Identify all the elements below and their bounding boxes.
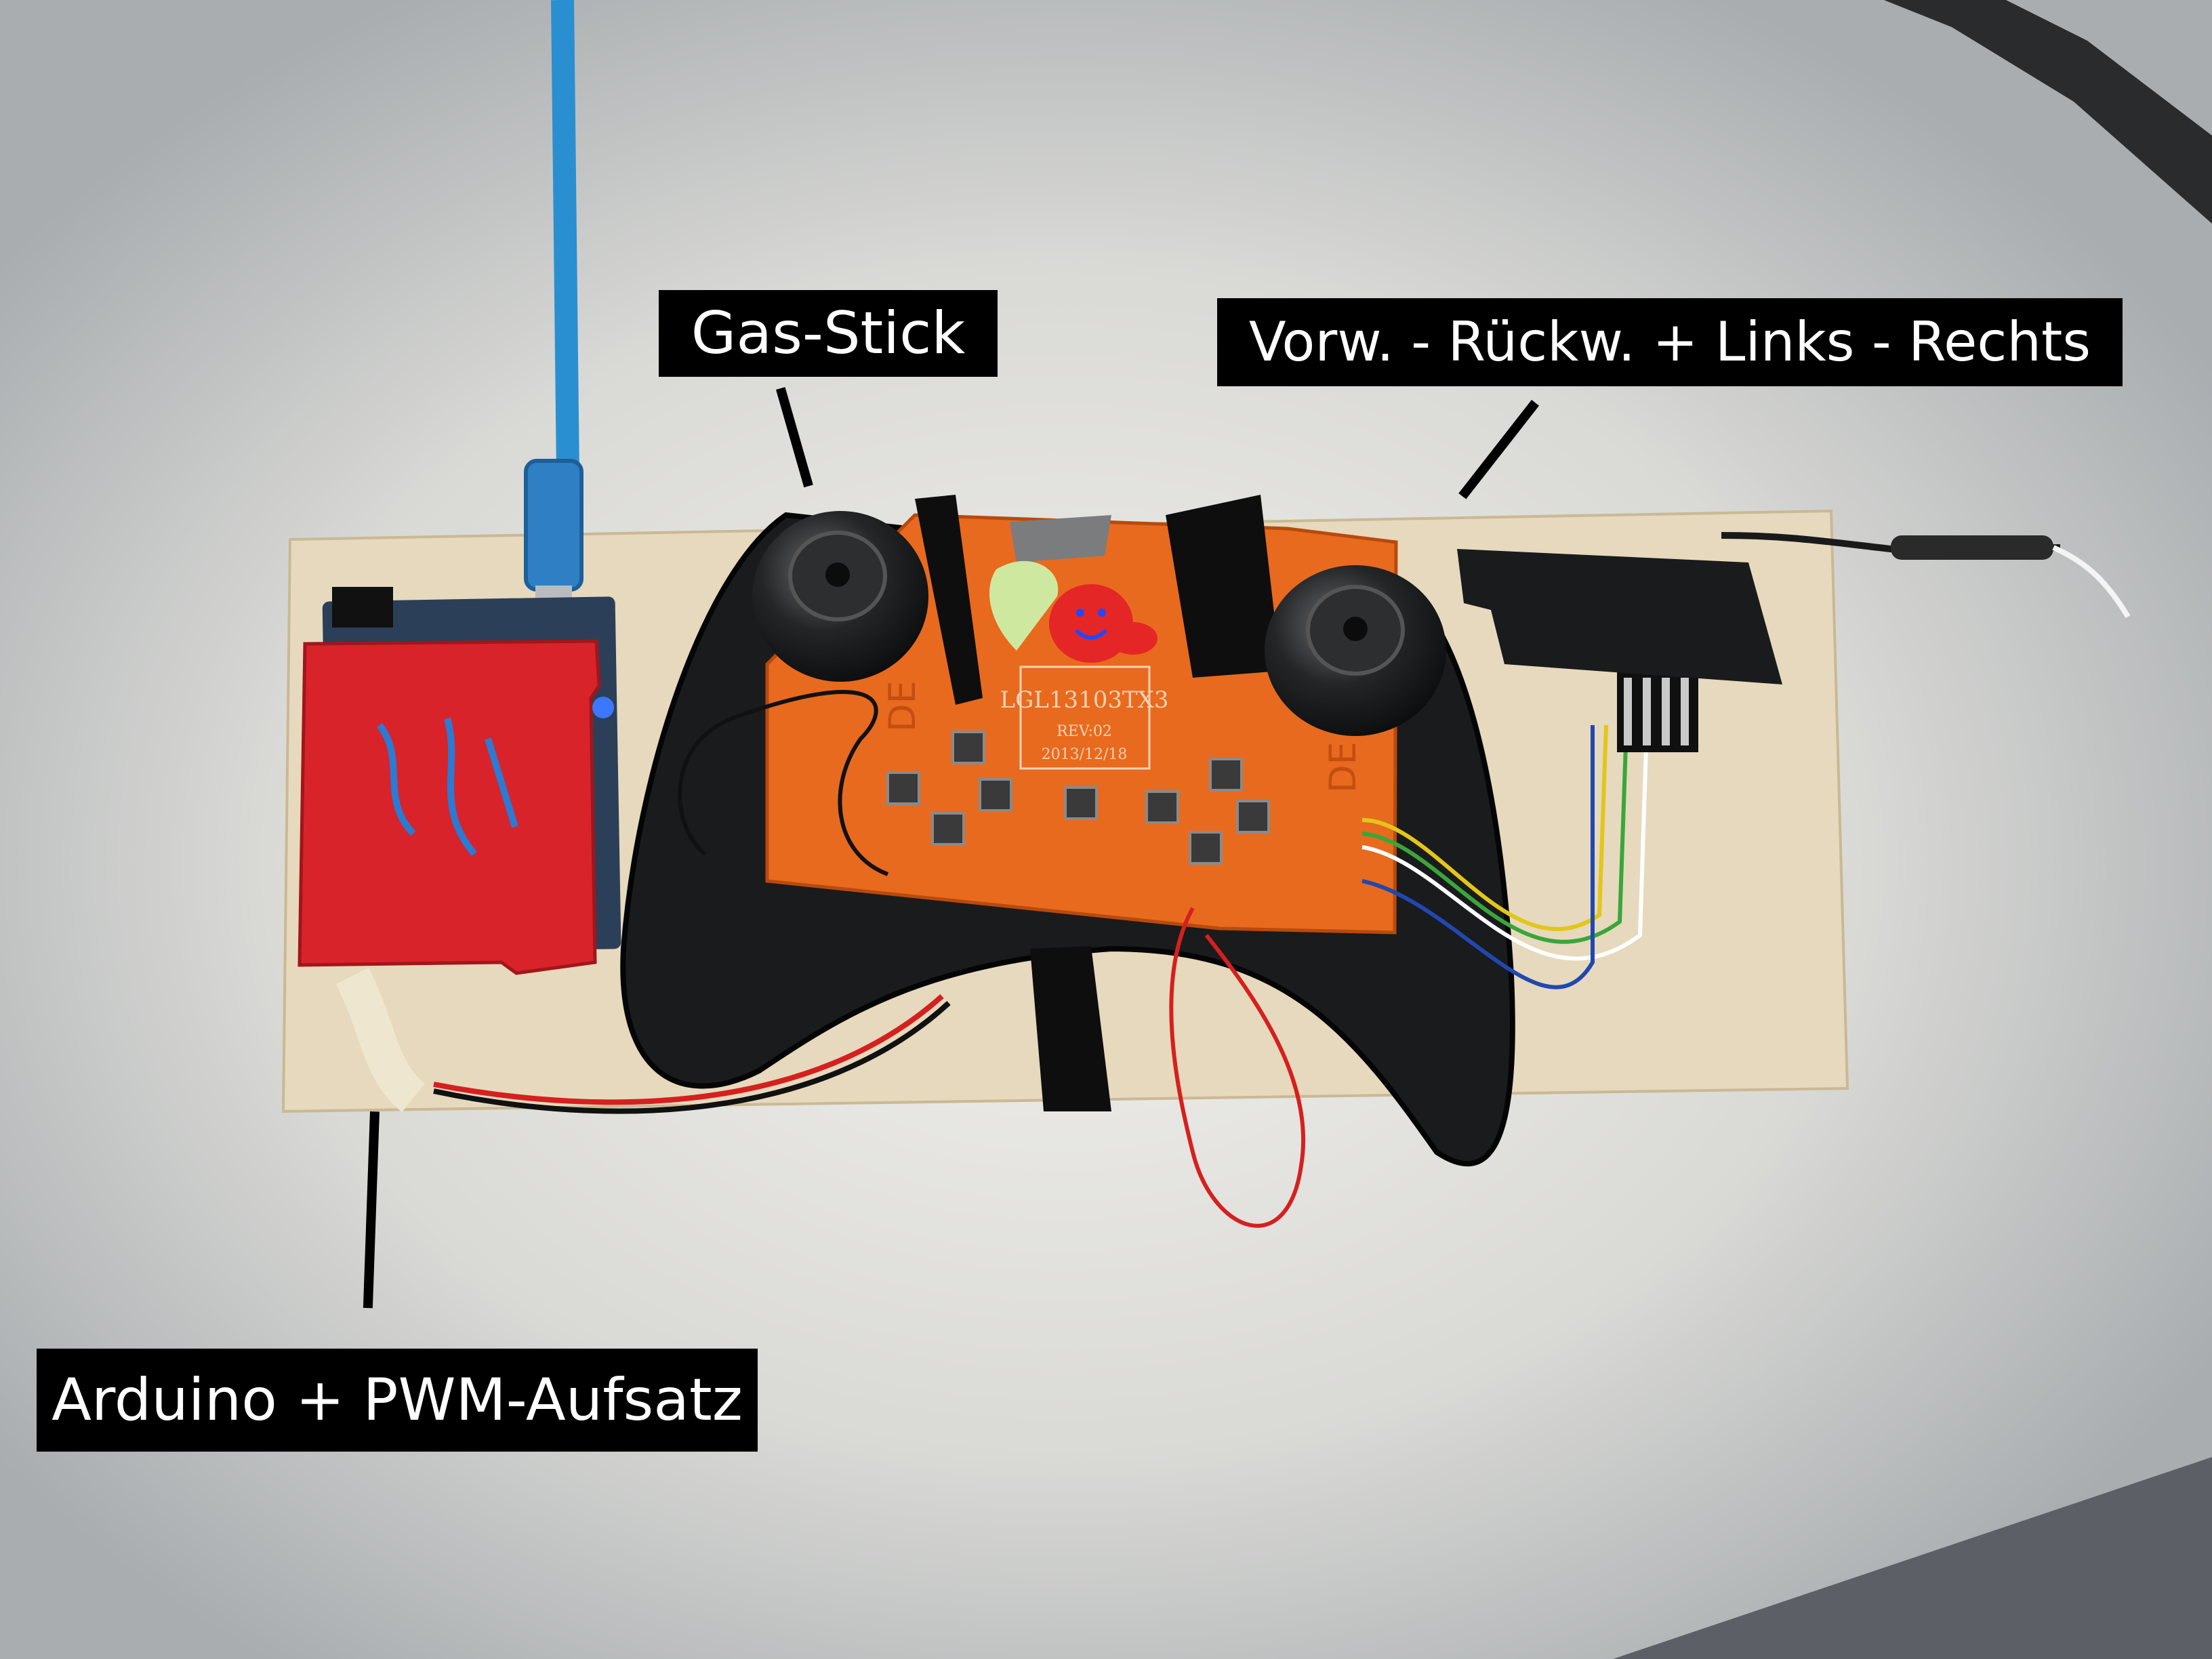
antenna-body xyxy=(1891,535,2053,560)
pcb-date-text: 2013/12/18 xyxy=(1042,746,1128,763)
antenna-tip xyxy=(2052,545,2131,619)
usb-cable xyxy=(551,0,579,475)
pin-header-pins xyxy=(1624,678,1689,745)
pcb-de-right: DE xyxy=(1322,741,1364,793)
red-wire-loop xyxy=(1169,907,1306,1228)
black-tape xyxy=(915,495,1281,1111)
joystick-left xyxy=(752,511,928,682)
shield-components xyxy=(377,717,518,857)
pcb-rev-text: REV:02 xyxy=(1057,723,1112,740)
pcb-de-left: DE xyxy=(881,680,924,732)
gray-tape xyxy=(1010,515,1111,562)
guitar-pick xyxy=(989,560,1059,651)
coiled-wire xyxy=(335,967,426,1113)
power-jack xyxy=(332,587,393,628)
label-gas-stick: Gas-Stick xyxy=(659,290,998,377)
joystick-right xyxy=(1265,565,1446,736)
red-black-wire xyxy=(433,994,944,1105)
black-wire xyxy=(678,690,889,876)
smiley-led xyxy=(1049,584,1158,663)
pcb-buttons xyxy=(886,731,1270,865)
signal-wires xyxy=(1361,724,1649,989)
label-direction-controls: Vorw. - Rückw. + Links - Rechts xyxy=(1217,298,2123,386)
floor-edge xyxy=(1613,1457,2212,1659)
pcb-model-text: LGL13103TX3 xyxy=(1000,687,1169,714)
cable-top-right xyxy=(1884,0,2212,224)
black-tape-right xyxy=(1457,549,1782,684)
blue-led xyxy=(592,697,614,718)
pcb-model-box xyxy=(1019,665,1151,770)
red-black-wire-2 xyxy=(433,1001,951,1114)
usb-plug xyxy=(524,459,583,592)
label-arduino-pwm: Arduino + PWM-Aufsatz xyxy=(37,1349,758,1452)
antenna xyxy=(1721,532,2061,553)
